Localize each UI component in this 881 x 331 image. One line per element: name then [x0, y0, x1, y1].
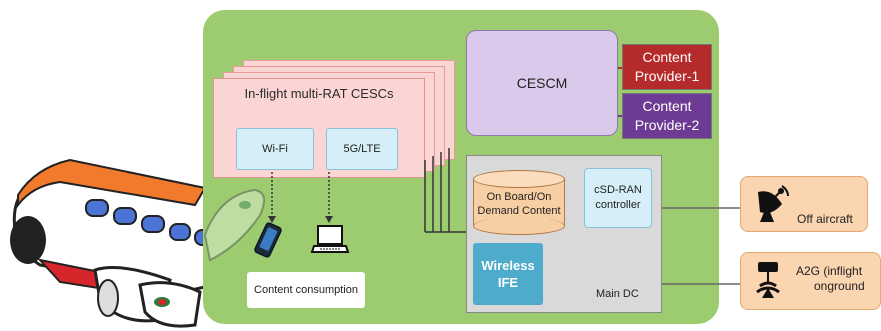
controller-label-line1: cSD-RAN: [594, 184, 642, 196]
content-provider-2: Content Provider-2: [622, 93, 712, 139]
satellite-dish-icon: [758, 185, 789, 222]
lte-box: 5G/LTE: [326, 128, 398, 170]
a2g-label: A2G (inflight onground: [796, 264, 865, 294]
storage-cylinder-top: [473, 170, 565, 188]
main-dc-label: Main DC: [596, 288, 639, 300]
ife-label-line1: Wireless: [481, 258, 535, 273]
provider-2-line1: Content: [642, 98, 692, 114]
cescm-label: CESCM: [516, 75, 568, 91]
provider-1-line1: Content: [642, 49, 692, 65]
off-aircraft-label: Off aircraft: [797, 212, 853, 226]
antenna-icon: [756, 262, 780, 298]
smartphone-icon: [254, 222, 282, 258]
controller-label-line2: controller: [595, 199, 641, 211]
laptop-icon: [310, 225, 350, 253]
storage-cylinder-bottom: [473, 217, 565, 235]
wireless-ife-box: Wireless IFE: [473, 243, 543, 305]
content-consumption-box: Content consumption: [247, 272, 365, 308]
a2g-label-line1: A2G (inflight: [796, 264, 863, 278]
content-provider-1: Content Provider-1: [622, 44, 712, 90]
airplane-tail: [203, 188, 265, 262]
provider-2-line2: Provider-2: [634, 117, 700, 133]
cescm-box: CESCM: [466, 30, 618, 136]
a2g-label-line2: onground: [814, 279, 865, 293]
storage-label-line2: Demand Content: [477, 205, 561, 217]
wifi-box: Wi-Fi: [236, 128, 314, 170]
ife-label-line2: IFE: [497, 275, 519, 290]
storage-label: On Board/On Demand Content: [473, 190, 565, 218]
csd-ran-controller-box: cSD-RAN controller: [584, 168, 652, 228]
cesc-title: In-flight multi-RAT CESCs: [244, 86, 394, 101]
storage-label-line1: On Board/On: [486, 191, 552, 203]
provider-1-line2: Provider-1: [634, 68, 700, 84]
